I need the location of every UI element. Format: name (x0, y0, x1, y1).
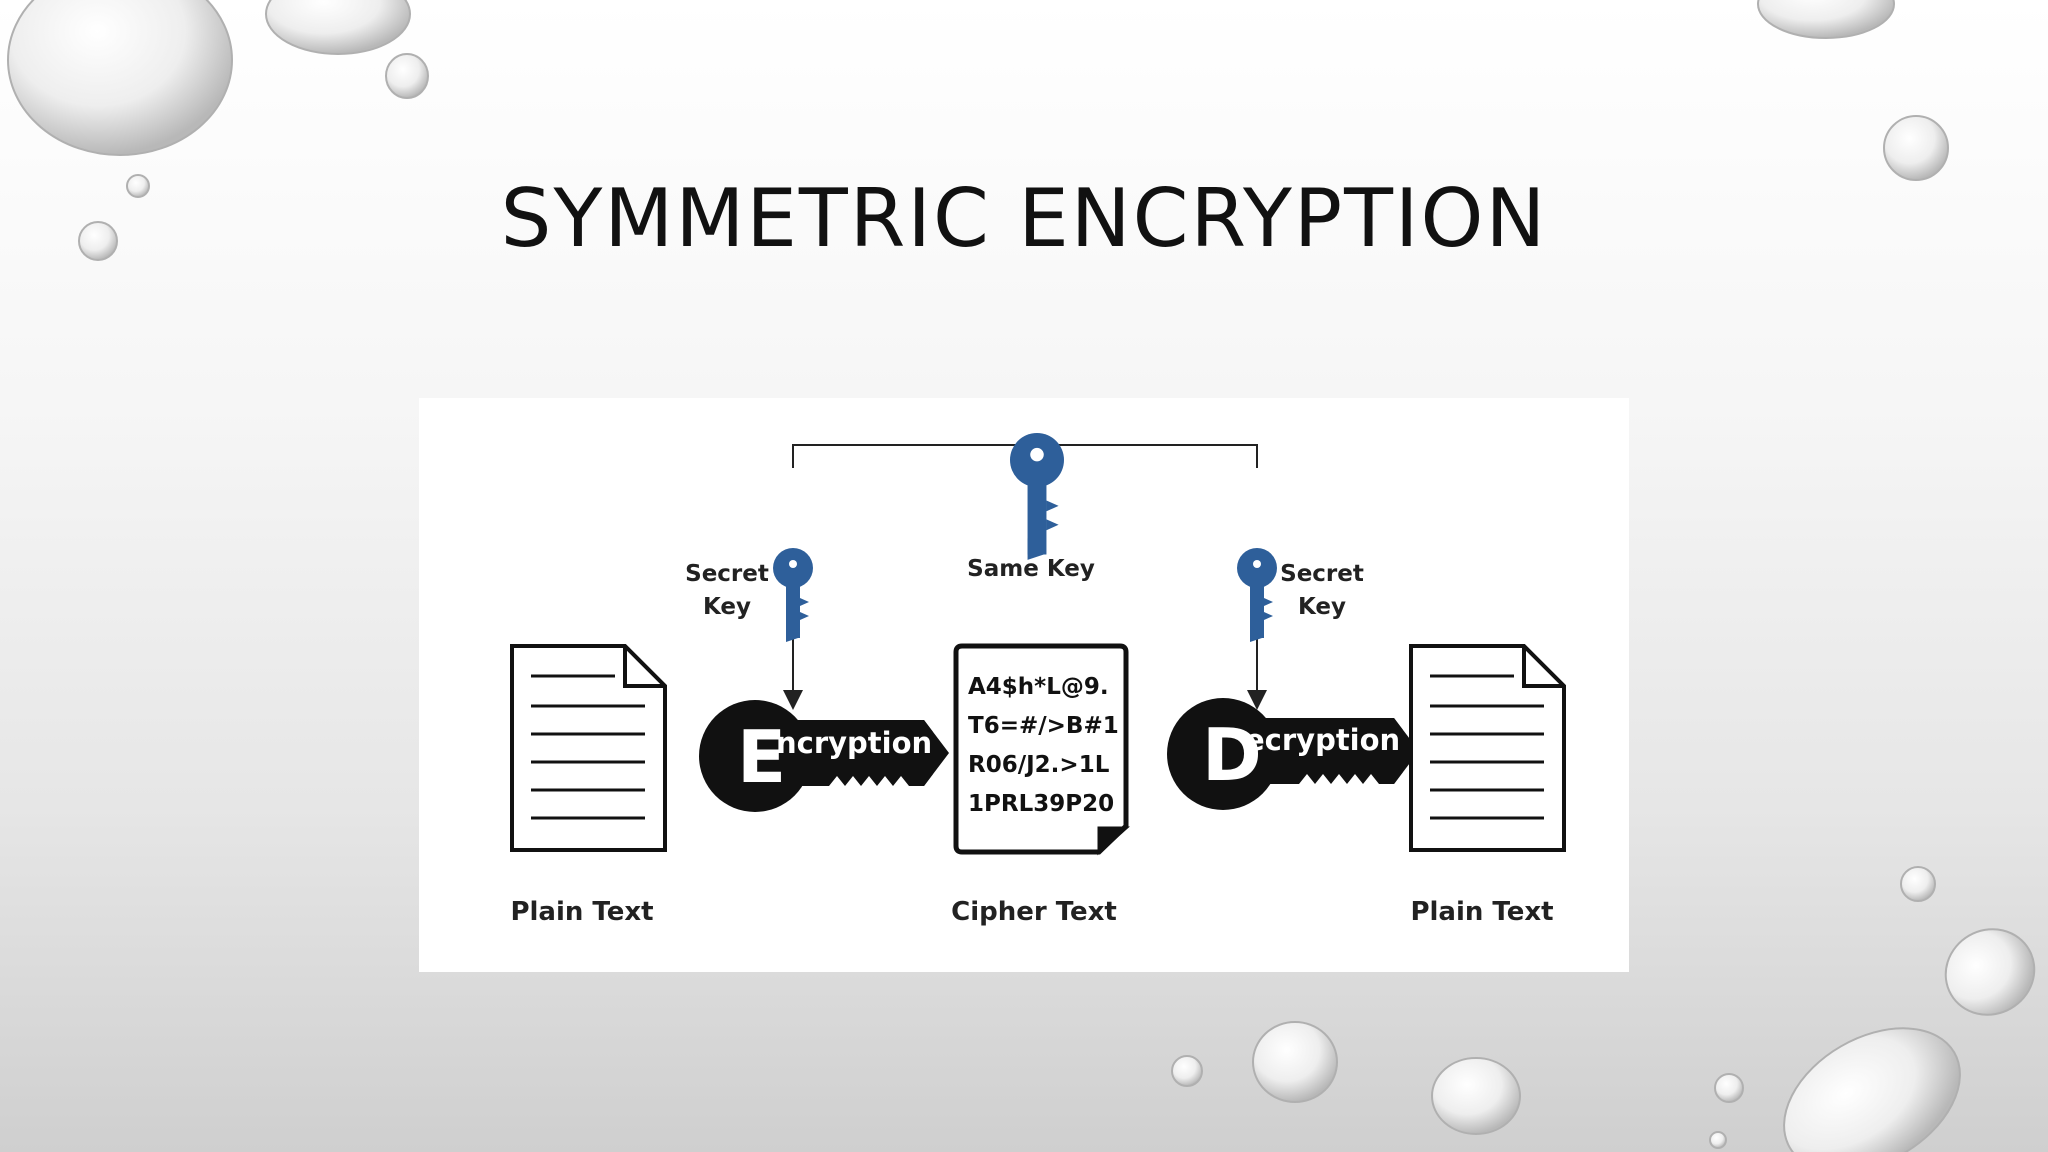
water-drop (1900, 866, 1936, 902)
encryption-initial: E (737, 715, 786, 799)
water-drop (1709, 1131, 1727, 1149)
water-drop (265, 0, 411, 55)
water-drop (126, 174, 150, 198)
water-drop (1757, 0, 1895, 39)
left-document-icon (510, 644, 667, 852)
water-drop (1714, 1073, 1744, 1103)
left-secret-key-icon (773, 548, 813, 642)
water-drop (1944, 928, 2036, 1016)
slide-title: SYMMETRIC ENCRYPTION (500, 172, 1548, 265)
same-key-icon (1010, 433, 1064, 560)
right-key-label-line1: Secret (1280, 561, 1364, 587)
right-plain-text-label: Plain Text (1410, 897, 1553, 927)
left-key-label-line1: Secret (685, 561, 769, 587)
symmetric-encryption-diagram: Same Key Secret Key Secret Key (419, 398, 1629, 972)
decryption-initial: D (1202, 713, 1262, 797)
encryption-key-badge (699, 700, 949, 812)
cipher-line-1: A4$h*L@9. (968, 674, 1109, 700)
cipher-line-3: R06/J2.>1L (968, 752, 1110, 778)
water-drop (78, 221, 118, 261)
water-drop (385, 53, 429, 99)
water-drop (1783, 1027, 1961, 1152)
cipher-line-4: 1PRL39P20 (968, 791, 1114, 817)
right-secret-key-icon (1237, 548, 1277, 642)
cipher-line-2: T6=#/>B#1 (968, 713, 1119, 739)
encryption-label: ncryption (776, 726, 932, 760)
decryption-label: ecryption (1245, 723, 1400, 757)
water-drop (1883, 115, 1949, 181)
left-plain-text-label: Plain Text (510, 897, 653, 927)
water-drop (7, 0, 233, 156)
cipher-document-icon (953, 643, 1130, 856)
water-drop (1431, 1057, 1521, 1135)
left-key-label-line2: Key (703, 594, 751, 620)
decryption-key-badge (1167, 698, 1419, 810)
right-document-icon (1409, 644, 1566, 852)
right-key-label-line2: Key (1298, 594, 1346, 620)
same-key-label: Same Key (967, 556, 1095, 582)
water-drop (1171, 1055, 1203, 1087)
water-drop (1252, 1021, 1338, 1103)
cipher-text-label: Cipher Text (951, 897, 1117, 927)
